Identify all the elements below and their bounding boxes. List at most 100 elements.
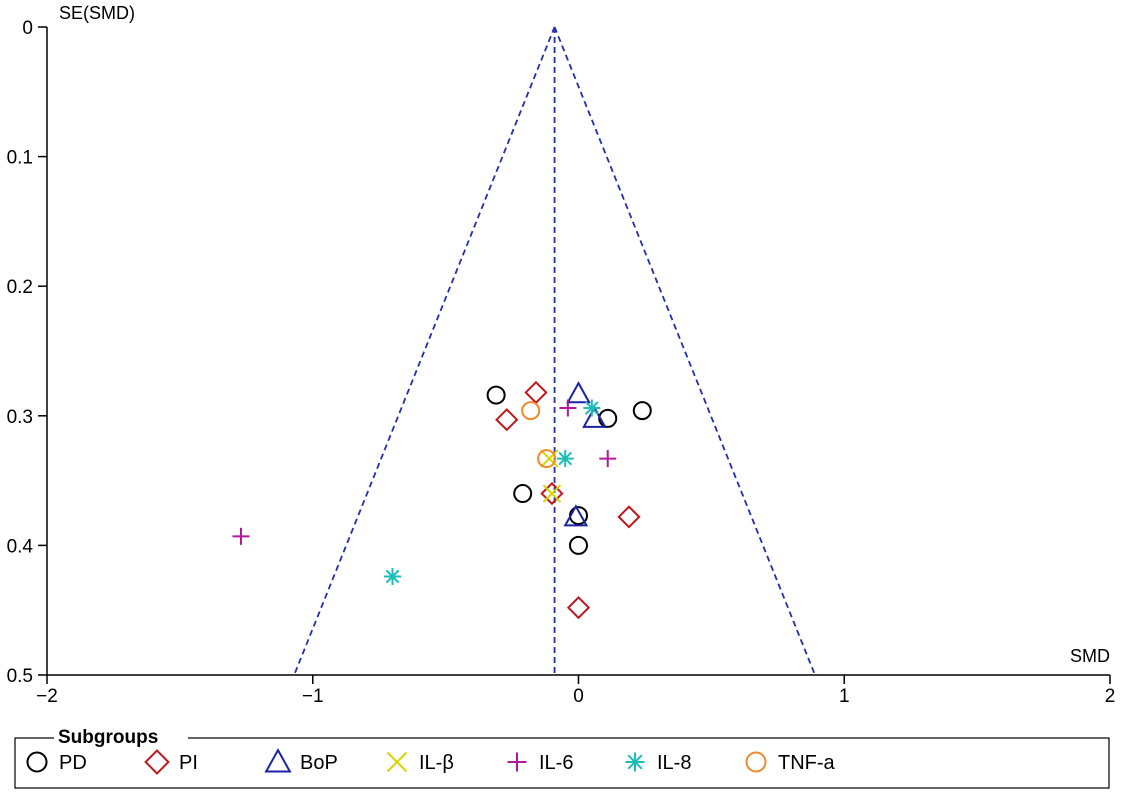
legend-title: Subgroups: [58, 727, 158, 748]
y-axis-label: SE(SMD): [59, 3, 135, 23]
point-il: [540, 449, 559, 468]
legend-marker: [264, 748, 292, 773]
y-tick-label: 0.4: [7, 536, 34, 557]
marker-triangle: [563, 504, 589, 527]
x-tick-label: −1: [302, 686, 324, 707]
legend-item-il-6: IL-6: [507, 752, 573, 774]
point-il: [542, 484, 562, 503]
funnel-lines: [293, 26, 816, 676]
point-il-6: [232, 527, 250, 545]
series-il: [540, 449, 562, 503]
point-pi: [495, 408, 519, 432]
point-tnf-a: [521, 401, 541, 421]
legend-item-bop: BoP: [264, 748, 338, 774]
legend-marker: [745, 751, 767, 773]
marker-diamond: [495, 408, 519, 432]
marker-asterisk-stroke: [627, 754, 643, 770]
marker-circle: [632, 401, 652, 421]
x-tick-label: 2: [1105, 686, 1116, 707]
marker-diamond: [617, 505, 641, 529]
series-il-8: [383, 399, 601, 586]
marker-circle: [521, 401, 541, 421]
legend-marker: [26, 751, 48, 773]
legend-items: PD PI BoP IL-β IL-6 IL-8 TNF-a: [26, 748, 836, 775]
point-bop: [582, 405, 607, 428]
marker-asterisk-stroke: [385, 569, 400, 584]
axes: SE(SMD) SMD: [46, 3, 1110, 676]
data-points: [232, 380, 652, 620]
point-bop: [566, 381, 591, 404]
series-tnf-a: [521, 401, 557, 469]
legend-item-il-8: IL-8: [625, 752, 691, 774]
point-pi: [540, 481, 564, 506]
marker-circle: [513, 484, 533, 504]
legend-label: PD: [59, 752, 87, 774]
marker-diamond: [566, 595, 591, 620]
series-pd: [486, 385, 652, 555]
legend-marker: [144, 749, 170, 775]
y-ticks: 00.10.20.30.40.5: [7, 18, 47, 687]
point-pd: [486, 385, 506, 405]
legend-item-pi: PI: [144, 749, 198, 775]
y-tick-label: 0.5: [7, 666, 33, 687]
marker-asterisk-stroke: [584, 401, 599, 415]
marker-triangle: [582, 405, 607, 428]
point-il-6: [559, 399, 577, 417]
point-il-8: [556, 450, 574, 468]
point-pd: [598, 408, 618, 428]
point-il-8: [383, 568, 401, 586]
legend-label: IL-6: [539, 752, 573, 774]
x-ticks: −2 −1 0 1 2: [36, 675, 1115, 707]
legend-label: TNF-a: [778, 752, 836, 774]
funnel-right-line: [553, 26, 816, 676]
marker-circle: [537, 449, 557, 469]
marker-circle: [486, 385, 506, 405]
legend-item-il: IL-β: [386, 751, 454, 774]
legend-marker: [507, 752, 527, 772]
marker-x-stroke: [542, 484, 562, 503]
marker-asterisk-stroke: [558, 451, 573, 466]
y-tick-label: 0.2: [7, 277, 33, 298]
marker-diamond: [540, 481, 564, 506]
marker-circle: [745, 751, 767, 773]
marker-circle: [569, 535, 588, 555]
marker-x-stroke: [540, 449, 559, 468]
y-tick-label: 0.1: [7, 148, 33, 169]
x-tick-label: −2: [36, 686, 58, 707]
point-il-8: [583, 399, 601, 417]
x-tick-label: 0: [573, 686, 584, 707]
marker-circle: [598, 408, 618, 428]
marker-diamond: [524, 380, 548, 405]
series-il-6: [232, 399, 617, 545]
point-pd: [632, 401, 652, 421]
legend-box: [14, 737, 1110, 789]
marker-x-stroke: [386, 751, 408, 773]
legend-label: IL-β: [419, 752, 454, 774]
legend-label: BoP: [300, 752, 338, 774]
marker-diamond: [144, 749, 170, 775]
x-axis-label: SMD: [1070, 646, 1110, 666]
marker-circle: [26, 751, 48, 773]
legend: Subgroups PD PI BoP IL-β IL-6 IL-8 TNF-a: [14, 727, 1110, 789]
legend-item-tnf-a: TNF-a: [745, 751, 836, 774]
marker-triangle: [264, 748, 292, 773]
point-pi: [566, 595, 591, 620]
point-pd: [513, 484, 533, 504]
legend-marker: [386, 751, 408, 773]
point-pi: [617, 505, 641, 529]
point-pi: [524, 380, 548, 405]
point-il-6: [599, 450, 617, 468]
y-tick-label: 0.3: [7, 407, 33, 428]
funnel-left-line: [293, 26, 556, 676]
legend-title-backdrop: [54, 728, 188, 748]
legend-label: PI: [179, 752, 198, 774]
marker-triangle: [566, 381, 591, 404]
series-bop: [563, 381, 607, 527]
series-pi: [495, 380, 641, 620]
point-pd: [569, 535, 588, 555]
point-tnf-a: [537, 449, 557, 469]
legend-marker: [625, 752, 645, 772]
x-tick-label: 1: [839, 686, 850, 707]
